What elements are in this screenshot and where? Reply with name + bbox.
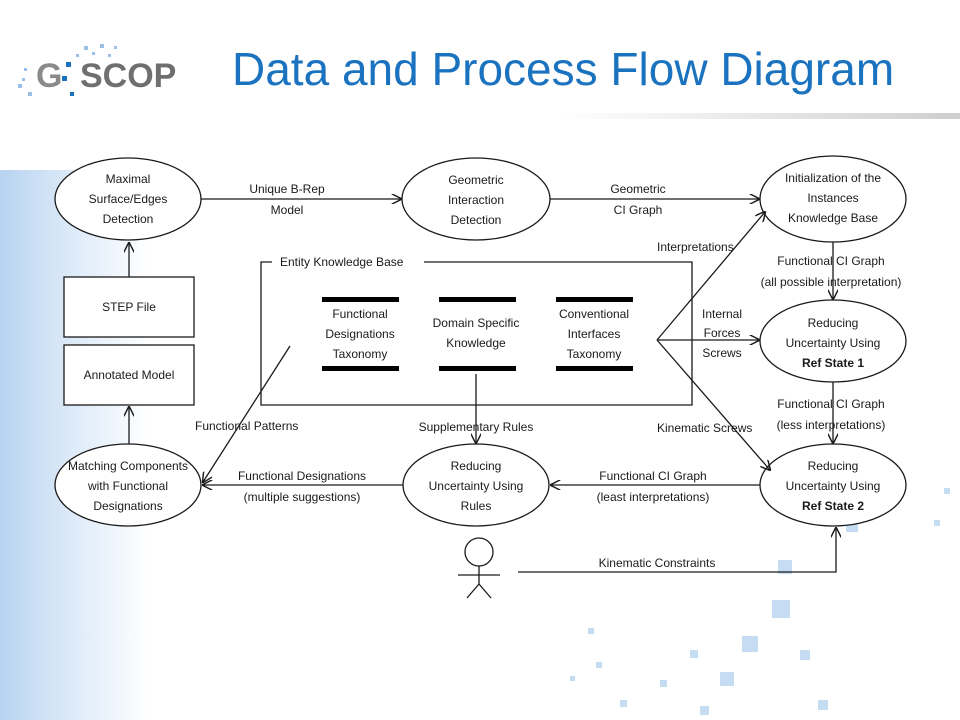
conventional-taxonomy-label-1: Conventional bbox=[559, 307, 629, 321]
maximal-label-3: Detection bbox=[103, 212, 154, 226]
supplementary-rules-label: Supplementary Rules bbox=[419, 420, 534, 434]
decorative-squares bbox=[570, 488, 950, 715]
functional-taxonomy-label-1: Functional bbox=[332, 307, 387, 321]
store-step-file bbox=[63, 276, 195, 338]
arrow-interpretations bbox=[656, 212, 765, 341]
logo-text: SCOP bbox=[80, 57, 176, 95]
unique-brep-label-1: Unique B-Rep bbox=[249, 182, 325, 196]
domain-knowledge-bar-bottom bbox=[439, 366, 516, 371]
functional-taxonomy-bar-bottom bbox=[322, 366, 399, 371]
maximal-label-1: Maximal bbox=[106, 172, 151, 186]
unique-brep-label-2: Model bbox=[271, 203, 304, 217]
ref-state-1-label-3: Ref State 1 bbox=[802, 356, 864, 370]
ref-state-1-label-2: Uncertainty Using bbox=[786, 336, 881, 350]
process-matching bbox=[54, 443, 202, 527]
maximal-label-2: Surface/Edges bbox=[89, 192, 168, 206]
ci-less-label-1: Functional CI Graph bbox=[777, 397, 884, 411]
conventional-taxonomy-bar-top bbox=[556, 297, 633, 302]
functional-designations-label-2: (multiple suggestions) bbox=[244, 490, 361, 504]
geometric-ci-label-2: CI Graph bbox=[614, 203, 663, 217]
domain-knowledge-bar-top bbox=[439, 297, 516, 302]
initialization-label-1: Initialization of the bbox=[785, 171, 881, 185]
conventional-taxonomy-label-3: Taxonomy bbox=[567, 347, 622, 361]
conventional-taxonomy-label-2: Interfaces bbox=[568, 327, 621, 341]
geometric-detection-label-3: Detection bbox=[451, 213, 502, 227]
step-file-label: STEP File bbox=[102, 300, 156, 314]
ci-least-label-2: (least interpretations) bbox=[597, 490, 710, 504]
ci-all-label-1: Functional CI Graph bbox=[777, 254, 884, 268]
user-actor-icon bbox=[458, 537, 500, 599]
rules-label-3: Rules bbox=[461, 499, 492, 513]
initialization-label-3: Knowledge Base bbox=[788, 211, 878, 225]
svg-text:G: G bbox=[36, 57, 62, 95]
arrow-functional-patterns bbox=[203, 345, 291, 482]
store-annotated-model bbox=[63, 344, 195, 406]
arrow-kinematic-screws bbox=[656, 339, 770, 470]
title-underline-long bbox=[560, 113, 960, 119]
functional-taxonomy-bar-top bbox=[322, 297, 399, 302]
gscop-logo: G SCOP bbox=[18, 44, 176, 96]
initialization-label-2: Instances bbox=[807, 191, 858, 205]
rules-label-1: Reducing bbox=[451, 459, 502, 473]
geometric-detection-label-1: Geometric bbox=[448, 173, 503, 187]
kinematic-screws-label: Kinematic Screws bbox=[657, 421, 752, 435]
matching-label-1: Matching Components bbox=[68, 459, 188, 473]
functional-designations-label-1: Functional Designations bbox=[238, 469, 366, 483]
functional-taxonomy-label-3: Taxonomy bbox=[333, 347, 388, 361]
conventional-taxonomy-bar-bottom bbox=[556, 366, 633, 371]
domain-knowledge-label-1: Domain Specific bbox=[433, 316, 520, 330]
functional-taxonomy-label-2: Designations bbox=[325, 327, 394, 341]
page-title: Data and Process Flow Diagram bbox=[232, 43, 895, 95]
matching-label-3: Designations bbox=[93, 499, 162, 513]
functional-patterns-label: Functional Patterns bbox=[195, 419, 298, 433]
knowledge-base-title: Entity Knowledge Base bbox=[280, 255, 404, 269]
ci-all-label-2: (all possible interpretation) bbox=[761, 275, 902, 289]
ref-state-1-label-1: Reducing bbox=[808, 316, 859, 330]
arrow-kinematic-constraints bbox=[518, 528, 836, 573]
domain-knowledge-label-2: Knowledge bbox=[446, 336, 506, 350]
internal-forces-label-3: Screws bbox=[702, 346, 741, 360]
ref-state-2-label-1: Reducing bbox=[808, 459, 859, 473]
interpretations-label: Interpretations bbox=[657, 240, 734, 254]
ci-less-label-2: (less interpretations) bbox=[777, 418, 886, 432]
matching-label-2: with Functional bbox=[87, 479, 168, 493]
ref-state-2-label-2: Uncertainty Using bbox=[786, 479, 881, 493]
annotated-model-label: Annotated Model bbox=[84, 368, 175, 382]
geometric-detection-label-2: Interaction bbox=[448, 193, 504, 207]
ref-state-2-label-3: Ref State 2 bbox=[802, 499, 864, 513]
kinematic-constraints-label: Kinematic Constraints bbox=[599, 556, 716, 570]
internal-forces-label-1: Internal bbox=[702, 307, 742, 321]
ci-least-label-1: Functional CI Graph bbox=[599, 469, 706, 483]
geometric-ci-label-1: Geometric bbox=[610, 182, 665, 196]
internal-forces-label-2: Forces bbox=[704, 326, 741, 340]
rules-label-2: Uncertainty Using bbox=[429, 479, 524, 493]
